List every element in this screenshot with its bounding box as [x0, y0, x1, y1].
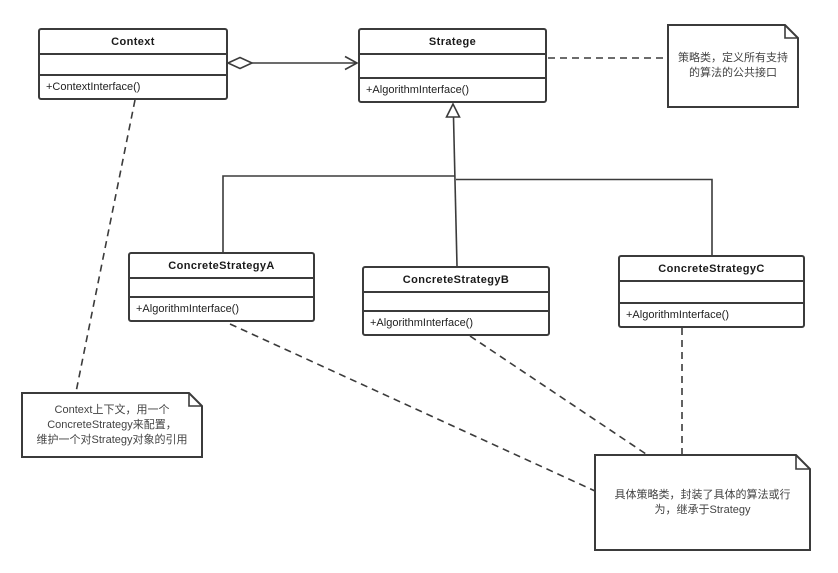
class-attributes-stratege	[360, 55, 545, 79]
note-link-concreteA	[229, 323, 596, 492]
class-method-concrete-strategy-c: +AlgorithmInterface()	[626, 309, 730, 321]
class-box-context: Context +ContextInterface()	[38, 28, 228, 100]
class-method-concrete-strategy-a: +AlgorithmInterface()	[136, 303, 240, 315]
class-attributes-context	[40, 55, 226, 76]
inheritance-line-concreteA	[222, 175, 455, 252]
inheritance-line-concreteB	[452, 116, 458, 267]
class-box-concrete-strategy-b: ConcreteStrategyB +AlgorithmInterface()	[362, 266, 550, 336]
class-box-stratege: Stratege +AlgorithmInterface()	[358, 28, 547, 103]
note-fold-icon	[795, 455, 810, 470]
class-name-concrete-strategy-b: ConcreteStrategyB	[364, 268, 548, 293]
class-name-concrete-strategy-a: ConcreteStrategyA	[130, 254, 313, 279]
note-text-context: Context上下文，用一个 ConcreteStrategy来配置， 维护一个…	[36, 403, 188, 446]
note-shape-concrete	[594, 454, 811, 551]
inheritance-triangle-icon	[445, 102, 461, 118]
note-link-concreteB	[469, 335, 647, 455]
note-link-context	[75, 99, 136, 393]
note-shape-context	[21, 392, 203, 458]
class-attributes-concrete-strategy-a	[130, 279, 313, 298]
note-text-concrete: 具体策略类，封装了具体的算法或行 为，继承于Strategy	[614, 488, 791, 516]
class-attributes-concrete-strategy-b	[364, 293, 548, 312]
class-name-stratege: Stratege	[360, 30, 545, 55]
note-fold-icon	[784, 25, 798, 39]
class-method-concrete-strategy-b: +AlgorithmInterface()	[370, 317, 474, 329]
note-shape-strategy	[667, 24, 799, 108]
class-box-concrete-strategy-a: ConcreteStrategyA +AlgorithmInterface()	[128, 252, 315, 322]
note-fold-icon	[188, 393, 202, 407]
class-name-concrete-strategy-c: ConcreteStrategyC	[620, 257, 803, 282]
class-method-stratege: +AlgorithmInterface()	[366, 84, 470, 96]
class-method-context: +ContextInterface()	[46, 81, 141, 93]
class-attributes-concrete-strategy-c	[620, 282, 803, 304]
open-arrowhead-icon	[344, 55, 359, 71]
note-text-strategy: 策略类，定义所有支持 的算法的公共接口	[678, 52, 788, 79]
class-box-concrete-strategy-c: ConcreteStrategyC +AlgorithmInterface()	[618, 255, 805, 328]
inheritance-line-concreteC	[456, 178, 713, 255]
aggregation-diamond-icon	[226, 56, 254, 70]
class-name-context: Context	[40, 30, 226, 55]
